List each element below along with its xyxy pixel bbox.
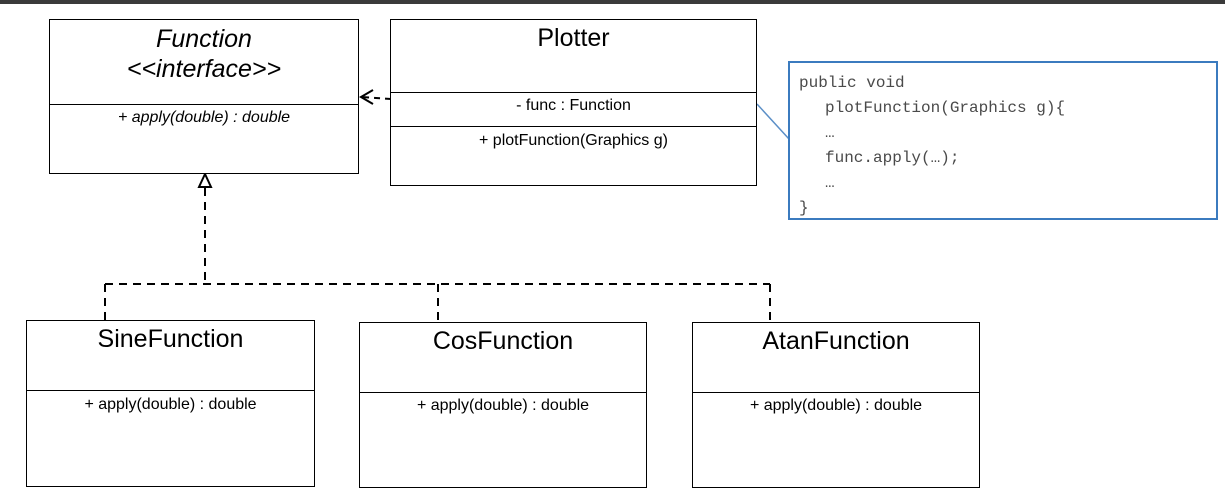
sinefunction-class-name: SineFunction — [97, 325, 244, 353]
cosfunction-class-name: CosFunction — [432, 327, 574, 355]
function-interface-name: Function — [156, 25, 252, 53]
cosfunction-class-header: CosFunction — [360, 323, 646, 393]
atanfunction-class-operation: + apply(double) : double — [749, 397, 923, 414]
cosfunction-class-operation: + apply(double) : double — [416, 397, 590, 414]
dependency-line — [361, 96, 392, 100]
atanfunction-class-name: AtanFunction — [762, 327, 910, 355]
code-line: … — [825, 174, 835, 192]
plotter-class-header: Plotter — [391, 20, 756, 93]
code-line: } — [799, 199, 809, 217]
code-line: … — [825, 124, 835, 142]
code-line: plotFunction(Graphics g){ — [825, 99, 1066, 117]
realization-arrowhead — [197, 171, 213, 188]
top-border-bar — [0, 0, 1225, 4]
sinefunction-class-box: SineFunction + apply(double) : double — [26, 320, 315, 487]
atanfunction-class-header: AtanFunction — [693, 323, 979, 393]
dependency-arrowhead — [359, 89, 374, 105]
atanfunction-class-box: AtanFunction + apply(double) : double — [692, 322, 980, 488]
plotter-class-box: Plotter - func : Function + plotFunction… — [390, 19, 757, 186]
code-line: func.apply(…); — [825, 149, 960, 167]
code-note: public void plotFunction(Graphics g){ … … — [788, 61, 1218, 220]
sinefunction-class-operation: + apply(double) : double — [84, 396, 257, 413]
sinefunction-class-header: SineFunction — [27, 321, 314, 391]
note-connector-line — [756, 103, 790, 140]
function-interface-header: Function <<interface>> — [50, 20, 358, 105]
plotter-class-attribute: - func : Function — [516, 97, 631, 114]
plotter-class-operation: + plotFunction(Graphics g) — [479, 132, 668, 149]
function-interface-box: Function <<interface>> + apply(double) :… — [49, 19, 359, 174]
plotter-class-name: Plotter — [537, 24, 610, 52]
cosfunction-class-box: CosFunction + apply(double) : double — [359, 322, 647, 488]
function-interface-stereotype: <<interface>> — [126, 55, 282, 83]
code-line: public void — [799, 74, 905, 92]
function-interface-operation: + apply(double) : double — [117, 109, 291, 126]
plotter-class-separator — [391, 126, 756, 127]
